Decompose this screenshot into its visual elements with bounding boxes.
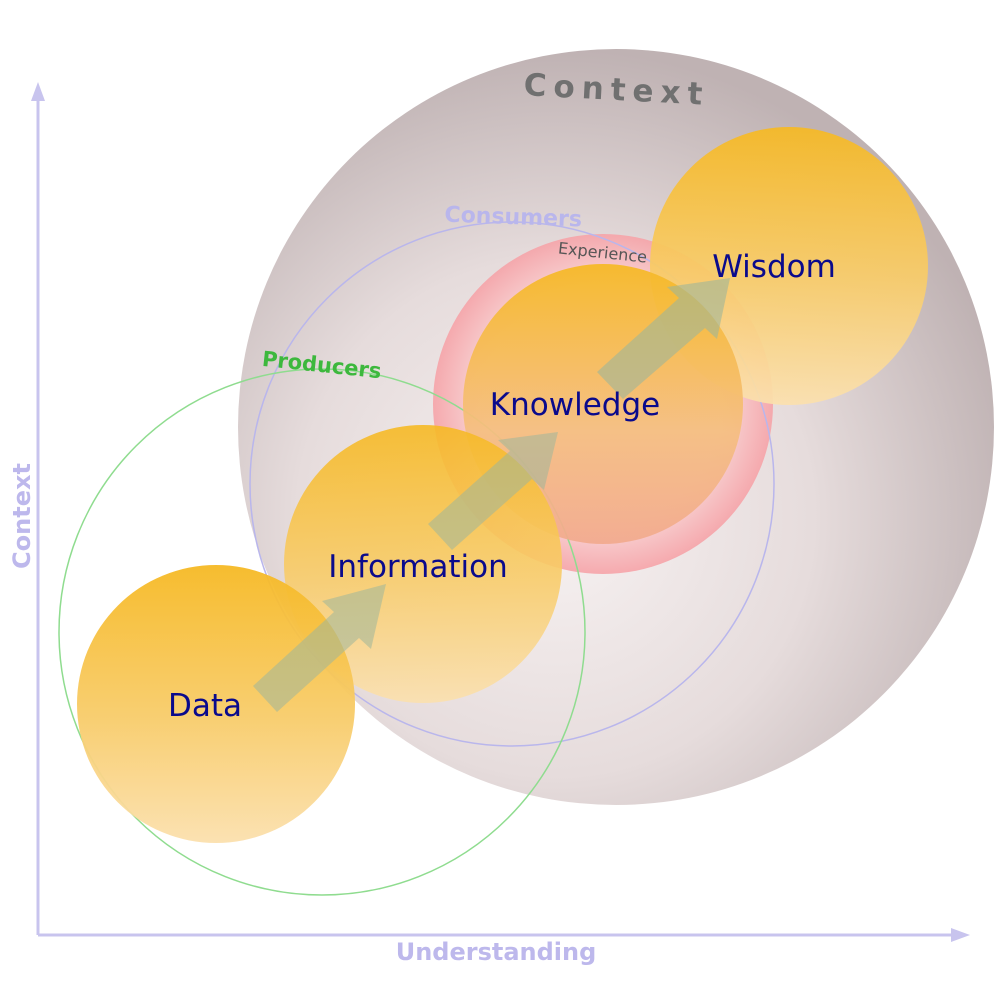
y-axis-label: Context [8, 463, 36, 569]
wisdom-label: Wisdom [712, 249, 836, 285]
y-axis-arrowhead [31, 82, 45, 101]
data-label: Data [168, 688, 242, 724]
x-axis-label: Understanding [396, 938, 597, 966]
consumers-label: Consumers [444, 203, 582, 233]
arrow-data-to-information [253, 584, 386, 712]
information-label: Information [328, 549, 507, 585]
consumers-circle [249, 221, 775, 747]
producers-circle [58, 368, 586, 896]
arrow-knowledge-to-wisdom [597, 278, 730, 399]
data-orb [77, 565, 355, 843]
knowledge-label: Knowledge [490, 387, 660, 423]
x-axis-arrowhead [951, 928, 970, 942]
arrow-information-to-knowledge [428, 432, 558, 550]
